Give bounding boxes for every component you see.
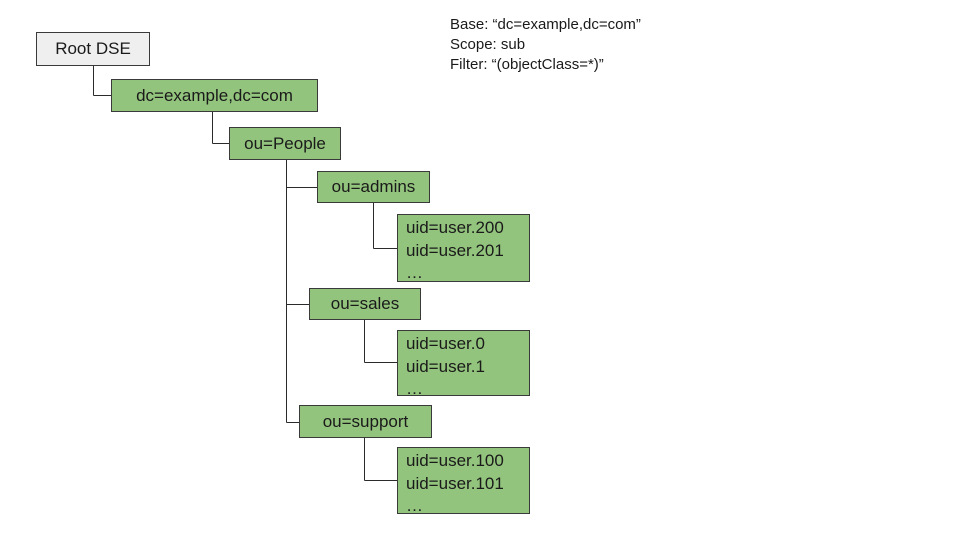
admins-user-entry: uid=user.200 (406, 218, 504, 237)
node-ou-support: ou=support (299, 405, 432, 438)
sales-user-ellipsis: … (406, 379, 423, 398)
node-support-users: uid=user.100 uid=user.101 … (397, 447, 530, 515)
admins-user-entry: uid=user.201 (406, 240, 504, 260)
node-root-dse-label: Root DSE (55, 39, 131, 58)
sales-user-entry: uid=user.1 (406, 356, 485, 376)
support-user-ellipsis: … (406, 496, 423, 515)
node-ou-people-label: ou=People (244, 133, 326, 153)
node-ou-support-label: ou=support (322, 411, 409, 431)
admins-user-ellipsis: … (406, 263, 423, 282)
node-ou-admins-label: ou=admins (331, 177, 416, 196)
node-admins-users: uid=user.200 uid=user.201 … (397, 214, 530, 282)
node-base-dn-label: dc=example,dc=com (136, 85, 293, 105)
node-base-dn: dc=example,dc=com (111, 79, 318, 112)
search-scope: Scope: sub (450, 36, 526, 53)
node-ou-sales-label: ou=sales (330, 294, 400, 313)
node-ou-people: ou=People (229, 127, 341, 160)
support-user-entry: uid=user.100 (406, 451, 504, 470)
search-base: Base: “dc=example,dc=com” (450, 16, 641, 33)
sales-user-entry: uid=user.0 (406, 334, 485, 353)
support-user-entry: uid=user.101 (406, 473, 504, 493)
node-ou-sales: ou=sales (309, 288, 421, 320)
search-filter: Filter: “(objectClass=*)” (450, 56, 604, 73)
search-parameters: Base: “dc=example,dc=com” Scope: sub Fil… (450, 15, 641, 75)
node-sales-users: uid=user.0 uid=user.1 … (397, 330, 530, 398)
node-root-dse: Root DSE (36, 32, 150, 66)
node-ou-admins: ou=admins (317, 171, 430, 203)
